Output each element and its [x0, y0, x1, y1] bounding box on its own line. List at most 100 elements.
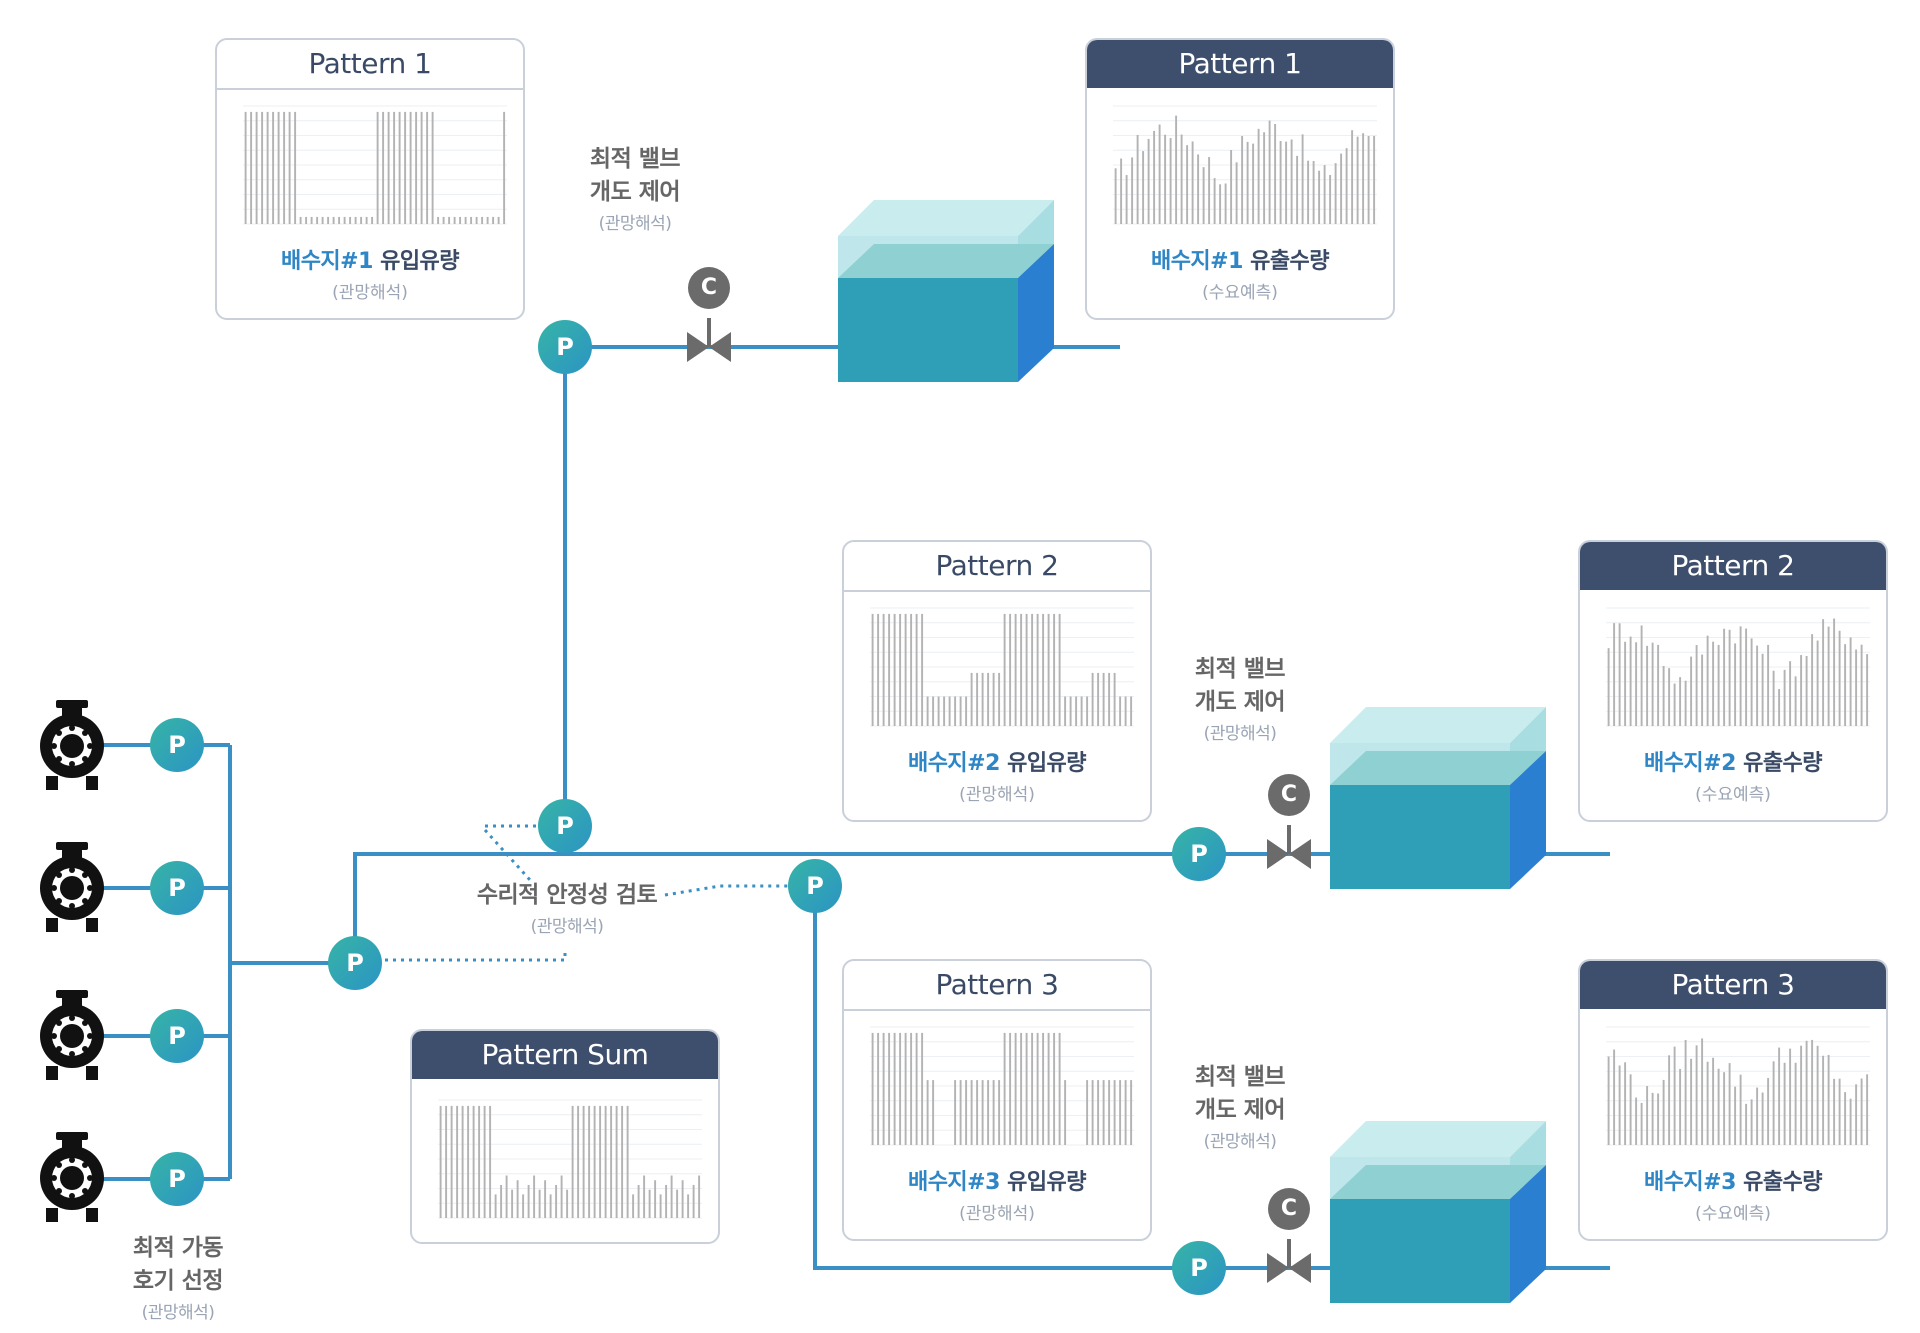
label-line: 호기 선정 [132, 1268, 224, 1294]
bar [981, 672, 984, 726]
bar [1624, 641, 1627, 726]
bar [1822, 1055, 1825, 1145]
bar [1064, 1080, 1067, 1145]
branch-node-1[interactable]: P [538, 799, 592, 853]
pump-node-3[interactable]: P [150, 1009, 204, 1063]
valve-control-node-2[interactable]: C [1268, 774, 1310, 816]
card-title-highlight: 배수지#2 [1643, 751, 1736, 776]
bar [1086, 696, 1089, 726]
bar [1329, 174, 1332, 224]
reservoir2-inlet-node[interactable]: P [1172, 827, 1226, 881]
bar [981, 1080, 984, 1145]
bar [1772, 1061, 1775, 1145]
bar [943, 696, 946, 726]
bar [959, 1080, 962, 1145]
bar [464, 216, 467, 224]
valve-control-node-1[interactable]: C [688, 267, 730, 309]
bar [1651, 642, 1654, 726]
bar [1263, 132, 1266, 224]
bar [538, 1189, 541, 1218]
bar [1075, 696, 1078, 726]
bar [1778, 689, 1781, 726]
bar [1312, 161, 1315, 224]
bar [998, 672, 1001, 726]
bar [1651, 1092, 1654, 1145]
bar [888, 1032, 891, 1145]
reservoir-tank-icon [1330, 707, 1546, 889]
bar [1345, 148, 1348, 224]
pump-node-1[interactable]: P [150, 718, 204, 772]
branch-node-3[interactable]: P [788, 859, 842, 913]
pump-selection-label: 최적 가동 호기 선정 (관망해석) [103, 1232, 253, 1328]
bar [992, 672, 995, 726]
bar [926, 696, 929, 726]
bar [1058, 613, 1061, 726]
card-header: Pattern 1 [1087, 40, 1393, 88]
bar [1147, 138, 1150, 224]
valve-control-node-3[interactable]: C [1268, 1188, 1310, 1230]
bar [1108, 672, 1111, 726]
centrifugal-pump-icon [40, 990, 104, 1080]
bar [1323, 165, 1326, 224]
bar [382, 111, 385, 224]
bar [354, 216, 357, 224]
bar [1618, 1065, 1621, 1145]
bar [593, 1105, 596, 1218]
bar [294, 111, 297, 224]
bar [1607, 648, 1610, 726]
bar [409, 111, 412, 224]
bar [899, 1032, 902, 1145]
bar [533, 1175, 536, 1218]
pump-node-2[interactable]: P [150, 861, 204, 915]
bar [560, 1175, 563, 1218]
bar [882, 1032, 885, 1145]
bar [1169, 138, 1172, 224]
bar [1849, 637, 1852, 726]
card-header: Pattern Sum [412, 1031, 718, 1079]
reservoir1-inlet-node[interactable]: P [538, 320, 592, 374]
card-pattern1-outflow: Pattern 1 배수지#1 유출수량 (수요예측) [1085, 38, 1395, 320]
bar [582, 1105, 585, 1218]
bar [1120, 158, 1123, 224]
bar [1102, 1080, 1105, 1145]
bar [1053, 1032, 1056, 1145]
bar [500, 1184, 503, 1218]
card-title-rest: 유출수량 [1735, 1170, 1823, 1195]
bar [681, 1180, 684, 1218]
bar [659, 1194, 662, 1218]
bar [1657, 644, 1660, 726]
bar [1673, 683, 1676, 726]
bar [1020, 1032, 1023, 1145]
label-sub: (관망해석) [141, 1303, 215, 1323]
reservoir3-inlet-node[interactable]: P [1172, 1241, 1226, 1295]
bar [1723, 1072, 1726, 1145]
bar [1219, 184, 1222, 224]
bar [420, 111, 423, 224]
bar [970, 672, 973, 726]
bar [1230, 150, 1233, 224]
bar [698, 1175, 701, 1218]
bar [426, 111, 429, 224]
bar [450, 1105, 453, 1218]
card-pattern3-outflow: Pattern 3 배수지#3 유출수량 (수요예측) [1578, 959, 1888, 1241]
bar [527, 1184, 530, 1218]
bar [1130, 1080, 1133, 1145]
bar [970, 1080, 973, 1145]
bar [937, 696, 940, 726]
bar [1607, 1056, 1610, 1145]
bar [1750, 1099, 1753, 1145]
bar [926, 1080, 929, 1145]
main-node[interactable]: P [328, 936, 382, 990]
mini-bar-chart [1606, 607, 1870, 727]
bar [1745, 1103, 1748, 1145]
bar [621, 1105, 624, 1218]
bar [360, 216, 363, 224]
bar [588, 1105, 591, 1218]
bar [882, 613, 885, 726]
bar [1318, 170, 1321, 224]
pump-node-4[interactable]: P [150, 1152, 204, 1206]
bar [643, 1175, 646, 1218]
bar [1695, 1045, 1698, 1145]
bar [932, 696, 935, 726]
label-line: 최적 밸브 [1194, 656, 1286, 682]
